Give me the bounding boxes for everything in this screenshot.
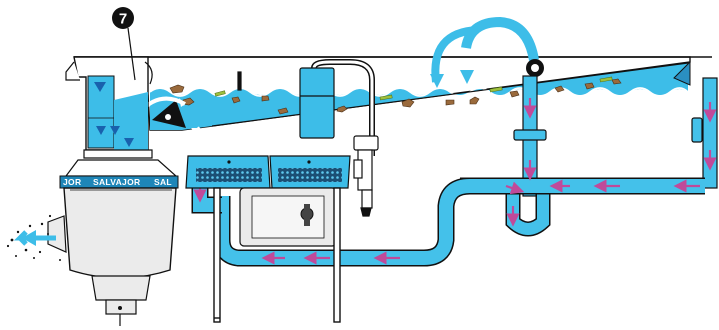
heater-cabinet [186, 156, 350, 188]
heater-grille-left [196, 168, 262, 182]
waste-piece [510, 91, 519, 97]
waste-piece [470, 97, 479, 104]
brand-label-left: JOR [63, 177, 81, 187]
motor [240, 188, 336, 246]
heater-grille-right [278, 168, 342, 182]
waste-piece [446, 100, 454, 105]
waste-piece [262, 96, 269, 101]
callout-number: 7 [119, 11, 127, 28]
brand-label-right: SAL [154, 177, 172, 187]
brand-label-center: SALVAJOR [93, 177, 140, 187]
